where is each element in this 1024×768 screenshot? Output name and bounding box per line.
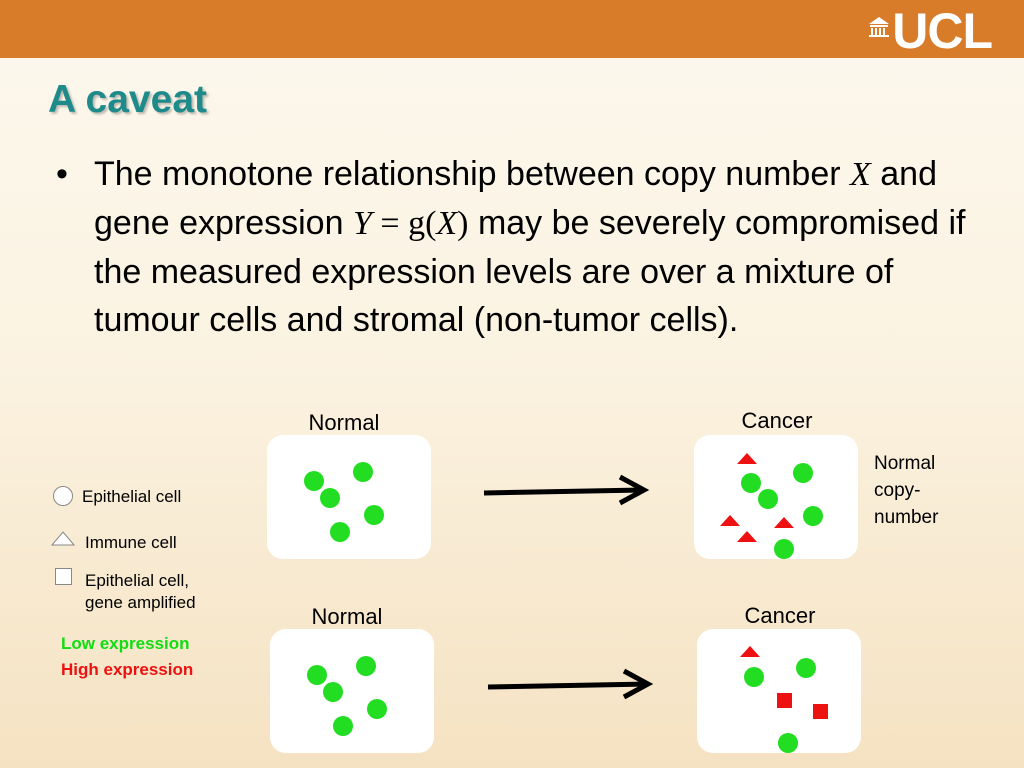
triangle-outline-icon [51, 531, 75, 546]
epithelial-cell [803, 506, 823, 526]
epithelial-cell [364, 505, 384, 525]
epithelial-cell [320, 488, 340, 508]
arrow-top [483, 474, 650, 506]
epithelial-cell [778, 733, 798, 753]
portico-icon [869, 17, 890, 37]
amplified-cell [813, 704, 828, 719]
logo-text: UCL [892, 3, 993, 59]
bullet-dot-icon: • [56, 155, 68, 193]
circle-outline-icon [53, 486, 73, 506]
epithelial-cell [744, 667, 764, 687]
bullet-text-part2: and gene expression [94, 155, 937, 242]
bullet-point: • The monotone relationship between copy… [56, 150, 996, 344]
legend-low-expression: Low expression [61, 634, 190, 653]
legend-amplified-line1: Epithelial cell, [85, 571, 189, 590]
panel-top-cancer [694, 435, 858, 559]
label-bottom-normal: Normal [311, 604, 383, 629]
square-outline-icon [55, 568, 72, 585]
label-bottom-cancer: Cancer [744, 603, 816, 628]
ucl-logo: UCL [868, 3, 993, 59]
bullet-text: The monotone relationship between copy n… [94, 150, 996, 344]
epithelial-cell [304, 471, 324, 491]
math-close-paren: ) [457, 205, 469, 242]
math-var-y: Y [352, 205, 372, 242]
label-top-normal: Normal [308, 410, 380, 435]
slide-title: A caveat [48, 78, 207, 121]
immune-cell [774, 517, 794, 528]
math-function: g( [408, 205, 437, 242]
legend-epithelial: Epithelial cell [82, 487, 182, 506]
header-bar: UCL [0, 0, 1024, 58]
epithelial-cell [741, 473, 761, 493]
label-top-cancer: Cancer [741, 408, 813, 433]
legend-high-expression: High expression [61, 660, 194, 679]
epithelial-cell [796, 658, 816, 678]
epithelial-cell [774, 539, 794, 559]
epithelial-cell [367, 699, 387, 719]
panel-bottom-normal [270, 629, 434, 753]
epithelial-cell [793, 463, 813, 483]
epithelial-cell [323, 682, 343, 702]
epithelial-cell [333, 716, 353, 736]
bullet-text-part1: The monotone relationship between copy n… [94, 155, 851, 193]
epithelial-cell [330, 522, 350, 542]
epithelial-cell [758, 489, 778, 509]
amplified-cell [777, 693, 792, 708]
immune-cell [737, 453, 757, 464]
math-equals: = [371, 205, 409, 242]
legend-immune: Immune cell [85, 533, 177, 552]
epithelial-cell [353, 462, 373, 482]
epithelial-cell [307, 665, 327, 685]
legend-amplified-line2: gene amplified [85, 593, 196, 612]
immune-cell [740, 646, 760, 657]
legend-amplified: Epithelial cell, gene amplified [85, 570, 196, 614]
side-note: Normal copy-number [874, 453, 939, 528]
panel-bottom-cancer [697, 629, 861, 753]
epithelial-cell [356, 656, 376, 676]
immune-cell [737, 531, 757, 542]
panel-top-normal [267, 435, 431, 559]
bullet-text-part3: may be severely compromised if the measu… [94, 204, 966, 339]
math-var-x: X [850, 156, 871, 193]
immune-cell [720, 515, 740, 526]
math-var-x-arg: X [436, 205, 458, 242]
arrow-bottom [487, 668, 654, 700]
